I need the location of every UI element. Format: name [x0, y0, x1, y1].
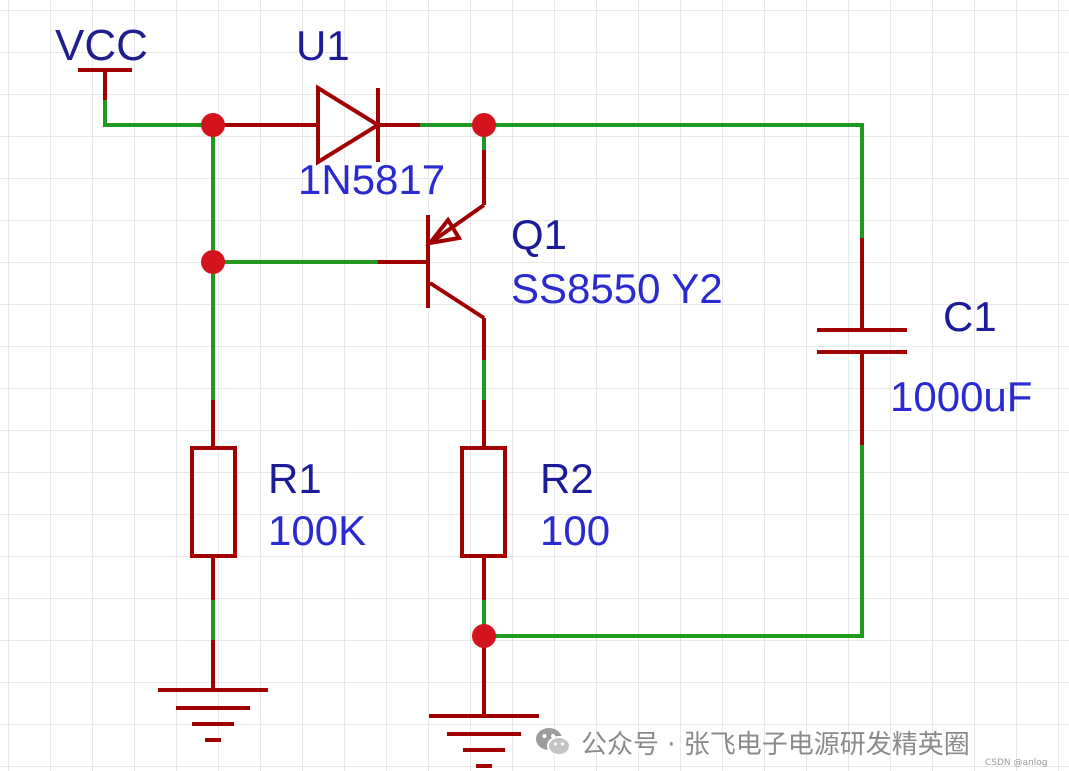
- vcc-port: [78, 68, 132, 100]
- ground-r1: [158, 640, 268, 742]
- transistor-q1: [378, 150, 486, 360]
- junction-dot: [472, 113, 496, 137]
- junction-dot: [472, 624, 496, 648]
- junctions: [201, 113, 496, 648]
- resistor-r2: [460, 400, 507, 600]
- q1-designator: Q1: [511, 211, 567, 258]
- c1-value: 1000uF: [890, 373, 1032, 420]
- junction-dot: [201, 250, 225, 274]
- resistor-r1: [190, 400, 237, 600]
- u1-value: 1N5817: [298, 156, 445, 203]
- watermark-text: 公众号 · 张飞电子电源研发精英圈: [581, 729, 970, 760]
- wire-bottom-rail: [482, 443, 864, 638]
- r1-designator: R1: [268, 455, 322, 502]
- source-credit: CSDN @anlog: [985, 758, 1048, 768]
- r2-designator: R2: [540, 455, 594, 502]
- r2-value: 100: [540, 507, 610, 554]
- q1-value: SS8550 Y2: [511, 265, 723, 312]
- junction-dot: [201, 113, 225, 137]
- watermark: 公众号 · 张飞电子电源研发精英圈: [533, 722, 970, 762]
- wechat-icon: [536, 728, 571, 756]
- ground-r2: [429, 636, 539, 768]
- vcc-label: VCC: [55, 21, 148, 70]
- u1-designator: U1: [296, 22, 350, 69]
- wire-top-rail-to-c1: [482, 123, 864, 240]
- diode-u1: [213, 84, 420, 166]
- c1-designator: C1: [943, 293, 997, 340]
- wire-vcc-to-node: [103, 98, 215, 127]
- capacitor-c1: [817, 238, 907, 445]
- r1-value: 100K: [268, 507, 366, 554]
